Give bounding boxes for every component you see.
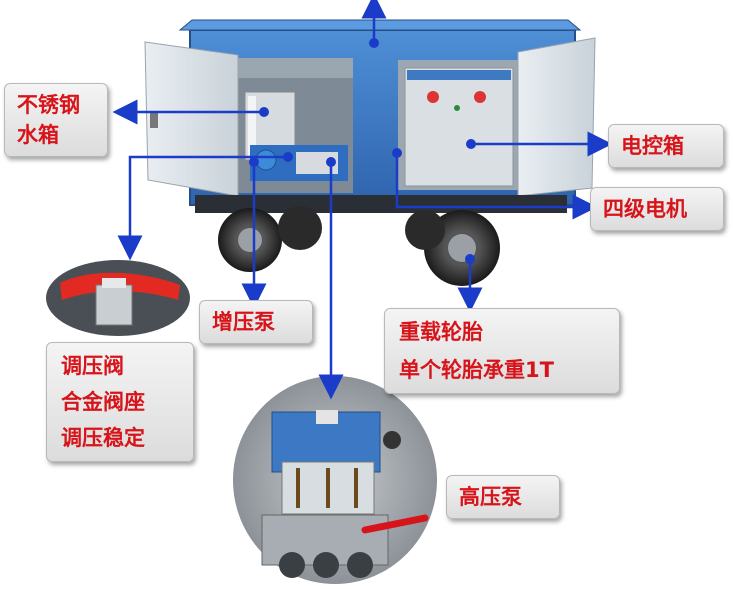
label-four-pole-motor-text: 四级电机 [603,197,687,221]
label-high-pressure-pump-text: 高压泵 [459,485,522,509]
label-heavy-tire-line-2: 单个轮胎承重1T [399,358,554,382]
label-heavy-tire-line-1: 重载轮胎 [399,320,483,344]
label-booster-pump-text: 增压泵 [212,310,275,334]
pointer-arrows [112,0,613,400]
label-four-pole-motor: 四级电机 [590,187,724,231]
hp-pump-photo [233,376,437,584]
label-pressure-valve-line-1: 调压阀 [61,354,124,378]
cabinet [144,19,596,286]
label-stainless-tank-line-1: 不锈钢 [17,93,80,117]
label-control-box-text: 电控箱 [621,134,684,158]
valve-photo [46,260,190,336]
label-pressure-valve-line-2: 合金阀座 [61,390,145,414]
label-heavy-tire: 重载轮胎 单个轮胎承重1T [384,308,620,394]
label-stainless-tank-line-2: 水箱 [17,123,59,147]
label-pressure-valve-line-3: 调压稳定 [61,426,145,450]
label-pressure-valve: 调压阀 合金阀座 调压稳定 [46,342,194,462]
label-control-box: 电控箱 [608,124,724,168]
label-booster-pump: 增压泵 [199,300,313,344]
label-high-pressure-pump: 高压泵 [446,475,560,519]
label-stainless-tank: 不锈钢 水箱 [4,83,108,157]
